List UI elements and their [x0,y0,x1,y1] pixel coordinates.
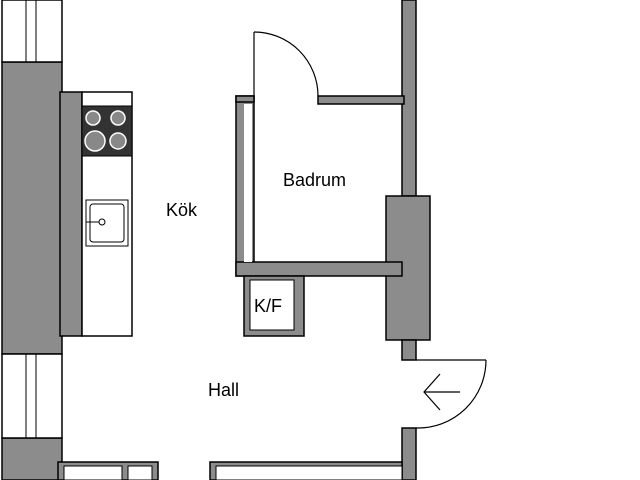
bathroom-door [253,31,319,100]
closet-interior [249,279,295,331]
bottom-right-room [215,465,403,480]
label-hall: Hall [208,380,239,400]
window-lower [1,353,63,439]
sink-icon [85,199,129,247]
stove-icon [81,105,133,157]
right-wall-mid [401,339,417,361]
bottom-left-room [63,465,123,480]
label-bathroom: Badrum [283,170,346,190]
entrance-door [415,359,487,429]
label-closet: K/F [254,296,282,316]
right-exterior-wall-lower [401,427,417,480]
bottom-small-room [127,465,153,480]
left-exterior-wall [1,61,63,355]
bathroom-bottom-wall [235,261,403,277]
bathroom-top-wall [317,95,405,105]
kitchen-back-wall [59,91,83,337]
left-lower-wall [1,437,63,480]
label-kitchen: Kök [166,200,198,220]
bathroom-top-left-stub [235,95,255,103]
window-top [1,0,63,63]
